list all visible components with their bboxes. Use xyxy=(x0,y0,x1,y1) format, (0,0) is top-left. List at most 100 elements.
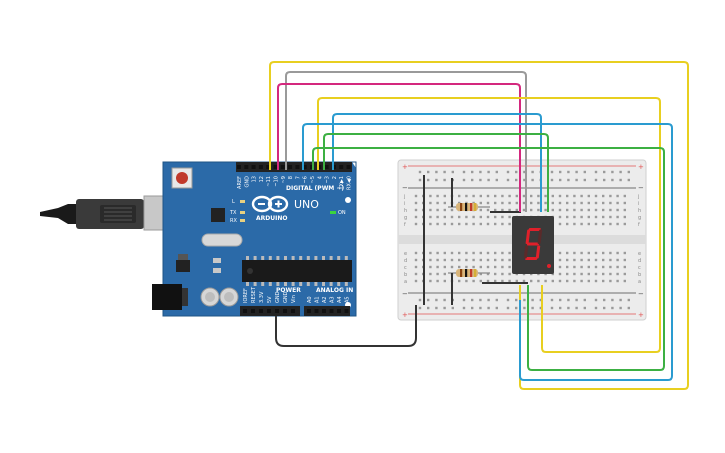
pin-label: A2 xyxy=(322,296,328,303)
header-pin[interactable] xyxy=(291,309,295,313)
header-pin[interactable] xyxy=(251,309,255,313)
segments xyxy=(523,228,543,260)
segment-d xyxy=(525,257,538,260)
svg-text:j: j xyxy=(637,194,639,200)
header-pin[interactable] xyxy=(243,309,247,313)
header-pin[interactable] xyxy=(273,165,278,169)
digital-label: DIGITAL (PWM ~) xyxy=(286,185,344,192)
wire-yellow-outer xyxy=(269,61,689,390)
seven-segment-display[interactable]: 5 xyxy=(0,0,554,274)
analog-pin-header[interactable] xyxy=(304,306,350,316)
power-label: POWER xyxy=(276,287,301,294)
pin-label: A4 xyxy=(337,296,343,303)
svg-text:i: i xyxy=(638,201,639,207)
header-pin[interactable] xyxy=(280,165,285,169)
header-pin[interactable] xyxy=(317,165,322,169)
header-pin[interactable] xyxy=(237,165,241,169)
mounting-hole xyxy=(345,197,351,203)
pin-label: RESET xyxy=(251,286,257,303)
header-pin[interactable] xyxy=(344,309,349,313)
svg-text:g: g xyxy=(638,215,641,221)
svg-text:+: + xyxy=(638,163,644,171)
pin-label: Vin xyxy=(291,295,297,303)
segment-b xyxy=(537,229,543,244)
voltage-regulator xyxy=(176,254,190,272)
header-pin[interactable] xyxy=(314,309,319,313)
pin-label: GND xyxy=(275,291,281,303)
segment-c xyxy=(535,245,541,259)
pin-label: AREF xyxy=(237,176,243,189)
reset-button[interactable] xyxy=(171,167,193,189)
header-pin[interactable] xyxy=(267,309,271,313)
segment-a xyxy=(528,228,541,231)
wires[interactable] xyxy=(269,61,689,390)
segment-e xyxy=(523,245,529,259)
header-pin[interactable] xyxy=(275,309,279,313)
pin-label: ~6 xyxy=(303,176,309,183)
wire-yellow-inner xyxy=(317,97,661,353)
pin-label: A0 xyxy=(307,296,313,303)
header-pin[interactable] xyxy=(295,165,300,169)
svg-text:b: b xyxy=(404,272,407,278)
resistor-top[interactable] xyxy=(448,203,490,211)
svg-text:RX: RX xyxy=(230,218,237,224)
svg-text:j: j xyxy=(403,194,405,200)
capacitor-small xyxy=(213,268,221,273)
svg-text:+: + xyxy=(402,311,408,319)
wire-black-ground xyxy=(275,305,417,347)
wire-gray xyxy=(285,71,527,212)
power-pin-header[interactable] xyxy=(240,306,300,316)
header-pin[interactable] xyxy=(346,165,351,169)
pin-label: 13 xyxy=(252,176,258,182)
header-pin[interactable] xyxy=(266,165,271,169)
header-pin[interactable] xyxy=(302,165,307,169)
pin-label: GND xyxy=(283,291,289,303)
pin-label: GND xyxy=(244,176,250,188)
header-pin[interactable] xyxy=(244,165,249,169)
svg-text:−: − xyxy=(638,184,644,192)
header-pin[interactable] xyxy=(307,309,311,313)
pin-label: ~9 xyxy=(281,176,287,183)
pin-label: 12 xyxy=(259,176,265,182)
header-pin[interactable] xyxy=(322,309,326,313)
svg-text:e: e xyxy=(404,251,407,257)
digital-pin-header[interactable] xyxy=(236,162,352,172)
crystal-oscillator xyxy=(201,233,243,247)
header-pin[interactable] xyxy=(337,309,341,313)
header-pin[interactable] xyxy=(288,165,293,169)
pin-label: A3 xyxy=(330,296,336,303)
pin-label: 8 xyxy=(288,176,294,179)
pin-label: A1 xyxy=(315,296,321,303)
svg-text:TX: TX xyxy=(229,210,237,216)
header-pin[interactable] xyxy=(339,165,344,169)
board-model: UNO xyxy=(294,198,319,211)
breadboard-black-jumpers[interactable] xyxy=(423,175,528,305)
header-pin[interactable] xyxy=(259,309,263,313)
header-pin[interactable] xyxy=(258,165,263,169)
capacitor-small xyxy=(213,258,221,263)
dc-power-jack[interactable] xyxy=(152,284,188,310)
header-pin[interactable] xyxy=(324,165,329,169)
resistor-bottom[interactable] xyxy=(448,269,490,277)
electrolytic-capacitors xyxy=(200,287,239,307)
svg-text:L: L xyxy=(232,199,235,205)
header-pin[interactable] xyxy=(329,309,334,313)
wire-blue-inner xyxy=(332,113,542,212)
svg-text:h: h xyxy=(404,208,407,214)
svg-text:a: a xyxy=(404,279,407,285)
atmega-microcontroller xyxy=(242,256,352,286)
svg-text:c: c xyxy=(404,265,407,271)
on-label: ON xyxy=(338,210,346,216)
pin-label: 3.3V xyxy=(259,291,265,303)
header-pin[interactable] xyxy=(251,165,256,169)
wire-green-inner xyxy=(323,133,549,212)
header-pin[interactable] xyxy=(283,309,287,313)
pin-label: IOREF xyxy=(243,288,249,303)
usb-cable[interactable] xyxy=(40,195,175,231)
svg-text:b: b xyxy=(638,272,641,278)
segment-f xyxy=(525,229,531,244)
pin-label: TX▶1 xyxy=(339,176,345,191)
arduino-logo-icon xyxy=(251,195,289,213)
